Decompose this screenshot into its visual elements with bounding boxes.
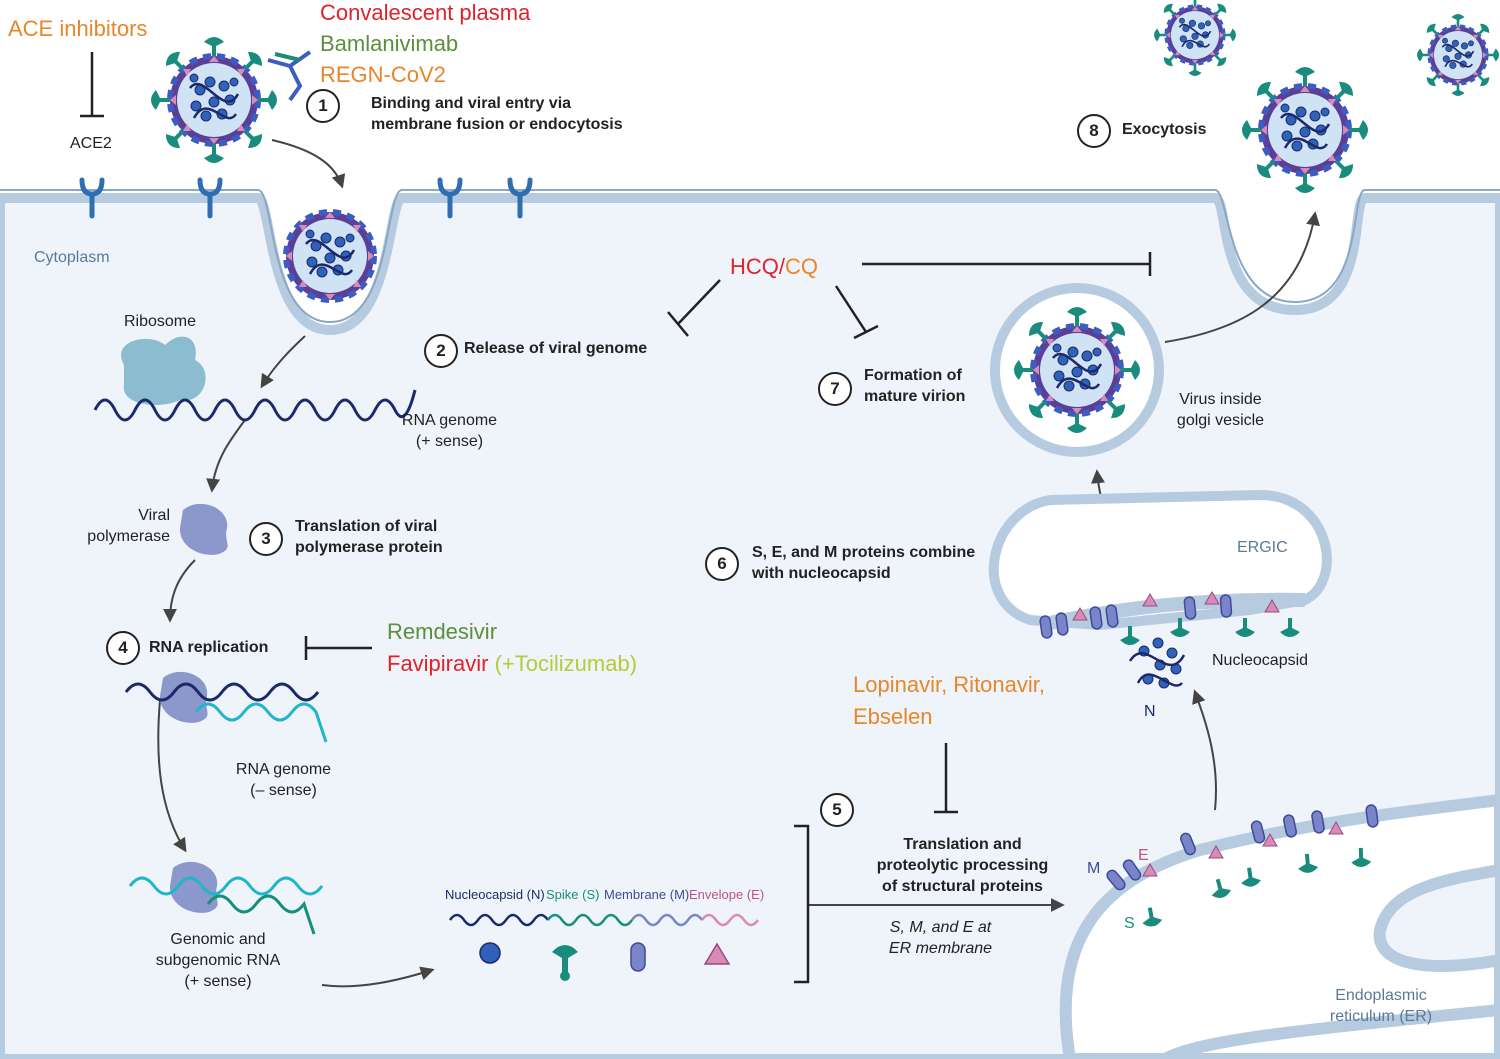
step-5-line3: of structural proteins [882, 877, 1043, 895]
label-genomic-l1: Genomic and [170, 931, 266, 948]
label-er-l1: Endoplasmic [1335, 987, 1427, 1004]
label-er-membrane-l2: ER membrane [888, 939, 993, 957]
label-genomic-l3: (+ sense) [184, 972, 252, 990]
drug-favipiravir-line: Favipiravir (+Tocilizumab) [387, 649, 637, 679]
step-3-line1: Translation of viral [295, 518, 438, 535]
label-virus-golgi-l2: golgi vesicle [1176, 411, 1265, 429]
released-virion-3 [1417, 14, 1499, 96]
legend-envelope-icon [703, 942, 731, 965]
label-rna-genome-pos-l2: (+ sense) [415, 432, 484, 450]
nucleocapsid-icon [1128, 637, 1186, 689]
label-ace2: ACE2 [70, 135, 112, 152]
label-virus-golgi: Virus inside golgi vesicle [1163, 390, 1278, 432]
drug-ace-inhibitors: ACE inhibitors [8, 16, 148, 41]
label-nucleocapsid: Nucleocapsid [1212, 652, 1309, 669]
legend-nucleocapsid: Nucleocapsid (N) [445, 887, 545, 902]
drug-favipiravir: Favipiravir [387, 651, 489, 676]
step-1-line2: membrane fusion or endocytosis [371, 115, 623, 133]
mature-virion [1014, 307, 1140, 433]
step-3-line2: polymerase protein [295, 538, 443, 556]
step-1-text: Binding and viral entry via membrane fusi… [371, 94, 623, 136]
step-7-line2: mature virion [864, 387, 966, 405]
label-er-membrane: S, M, and E at ER membrane [868, 918, 1013, 960]
step-6-text: S, E, and M proteins combine with nucleoc… [752, 543, 975, 585]
label-genomic-rna: Genomic and subgenomic RNA (+ sense) [143, 930, 293, 992]
label-rna-genome-neg-l1: RNA genome [235, 761, 332, 778]
step-3-text: Translation of viral polymerase protein [295, 517, 443, 559]
legend-membrane: Membrane (M) [604, 887, 690, 902]
rna-genome-positive [93, 389, 417, 422]
step-1-number: 1 [306, 89, 340, 123]
label-ergic: ERGIC [1237, 539, 1288, 556]
label-viral-polymerase-l1: Viral [138, 507, 170, 524]
ribosome-icon [121, 336, 206, 405]
step-5-text: Translation and proteolytic processing of … [865, 835, 1060, 897]
step-2-number: 2 [424, 334, 458, 368]
label-er-membrane-l1: S, M, and E at [889, 919, 992, 936]
legend-envelope: Envelope (E) [689, 887, 765, 902]
drug-protease-line1: Lopinavir, Ritonavir, [853, 672, 1045, 697]
step-7-text: Formation of mature virion [864, 366, 965, 408]
drug-cq: CQ [785, 254, 819, 279]
label-e: E [1138, 847, 1149, 864]
label-er-l2: reticulum (ER) [1329, 1007, 1433, 1025]
label-rna-genome-pos-l1: RNA genome [401, 412, 498, 429]
step-2-text: Release of viral genome [464, 340, 648, 357]
label-er: Endoplasmic reticulum (ER) [1318, 986, 1444, 1028]
label-s: S [1124, 915, 1135, 932]
label-rna-genome-neg: RNA genome (– sense) [226, 760, 341, 802]
step-5-line2: proteolytic processing [876, 856, 1049, 874]
drug-slash: / [778, 254, 786, 279]
drug-bamlanivimab: Bamlanivimab [320, 31, 459, 56]
legend-spike: Spike (S) [546, 887, 600, 902]
drug-convalescent-plasma: Convalescent plasma [320, 0, 531, 25]
drug-remdesivir: Remdesivir [387, 619, 498, 644]
legend-spike-icon [552, 945, 578, 981]
released-virion-1 [1242, 67, 1368, 193]
label-rna-genome-neg-l2: (– sense) [250, 781, 317, 799]
polymerase-icon-3 [169, 861, 218, 913]
step-5-line1: Translation and [903, 836, 1022, 853]
virion-entering [151, 37, 277, 163]
step-3-number: 3 [249, 522, 283, 556]
step-5-number: 5 [820, 793, 854, 827]
drug-regn-cov2: REGN-CoV2 [320, 62, 446, 87]
drug-protease-line2: Ebselen [853, 704, 933, 729]
step-6-number: 6 [705, 547, 739, 581]
drug-hcq: HCQ [730, 254, 779, 279]
step-4-text: RNA replication [149, 639, 269, 656]
step-6-line2: with nucleocapsid [752, 564, 891, 582]
label-cytoplasm: Cytoplasm [34, 249, 110, 266]
drug-tocilizumab: (+Tocilizumab) [494, 651, 638, 676]
step-4-number: 4 [106, 631, 140, 665]
label-genomic-l2: subgenomic RNA [155, 951, 281, 969]
ergic-compartment [988, 489, 1332, 631]
label-n: N [1144, 703, 1156, 720]
step-6-line1: S, E, and M proteins combine [752, 544, 976, 561]
endocytosed-virion [286, 212, 374, 300]
step-7-number: 7 [818, 372, 852, 406]
step-1-line1: Binding and viral entry via [371, 95, 572, 112]
step-8-number: 8 [1077, 114, 1111, 148]
label-m: M [1087, 860, 1101, 877]
label-rna-genome-pos: RNA genome (+ sense) [392, 411, 507, 453]
legend-membrane-icon [630, 942, 646, 972]
step-8-text: Exocytosis [1122, 121, 1207, 138]
polymerase-icon-1 [179, 503, 228, 555]
legend-nucleocapsid-icon [479, 942, 501, 964]
step-7-line1: Formation of [864, 367, 962, 384]
label-viral-polymerase: Viral polymerase [78, 506, 170, 548]
drug-hcq-cq: HCQ/CQ [730, 252, 818, 282]
antibody-icon [267, 50, 312, 102]
endoplasmic-reticulum [1059, 793, 1500, 1059]
label-viral-polymerase-l2: polymerase [87, 527, 170, 545]
label-virus-golgi-l1: Virus inside [1179, 391, 1262, 408]
released-virion-2 [1154, 0, 1236, 76]
label-ribosome: Ribosome [124, 313, 197, 330]
